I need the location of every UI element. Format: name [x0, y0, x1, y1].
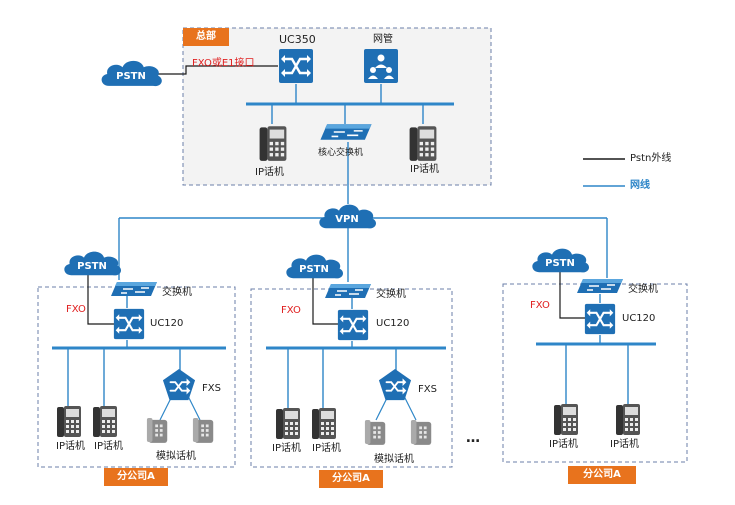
analog-phone-icon: [192, 418, 214, 443]
branch-2-fxo-label: FXO: [281, 305, 301, 316]
analog-phone-icon: [364, 420, 386, 445]
hq-phone-left-label: IP话机: [255, 167, 284, 178]
branch-3-pstn-label: PSTN: [545, 258, 575, 269]
branch-3-phone1-label: IP话机: [549, 439, 578, 450]
hq-nms-label: 网管: [373, 34, 393, 45]
branch-2-switch-label: 交换机: [376, 289, 406, 300]
branch-2-phone2-label: IP话机: [312, 443, 341, 454]
ip-phone-icon: [409, 126, 437, 161]
ip-phone-icon: [312, 408, 336, 439]
branch-3-phone2-label: IP话机: [610, 439, 639, 450]
branch-2-analog-label: 模拟话机: [374, 454, 414, 465]
branch-2-phone1-label: IP话机: [272, 443, 301, 454]
analog-phone-icon: [410, 420, 432, 445]
branch-1-phone1-label: IP话机: [56, 441, 85, 452]
router-icon: [337, 309, 369, 341]
router-icon: [584, 303, 616, 335]
branch-1-fxo-label: FXO: [66, 304, 86, 315]
hq-boundary: [182, 27, 492, 186]
hq-core-switch-label: 核心交换机: [318, 148, 364, 158]
analog-phone-icon: [146, 418, 168, 443]
hq-phone-right-label: IP话机: [410, 164, 439, 175]
ip-phone-icon: [276, 408, 300, 439]
branch-3-switch-label: 交换机: [628, 284, 658, 295]
switch-icon: [319, 123, 373, 141]
fxs-gateway-icon: [378, 368, 412, 402]
network-manager-icon: [364, 49, 398, 83]
router-icon: [278, 48, 314, 84]
ip-phone-icon: [93, 406, 117, 437]
router-icon: [113, 308, 145, 340]
more-branches-ellipsis: …: [466, 430, 480, 446]
ip-phone-icon: [259, 126, 287, 161]
branch-1-phone2-label: IP话机: [94, 441, 123, 452]
switch-icon: [324, 283, 372, 299]
branch-1-tag: 分公司A: [104, 468, 168, 486]
hq-pstn-cloud-label: PSTN: [116, 71, 146, 82]
vpn-cloud-label: VPN: [335, 214, 358, 225]
branch-3-fxo-label: FXO: [530, 300, 550, 311]
branch-1-switch-label: 交换机: [162, 287, 192, 298]
branch-1-fxs-label: FXS: [202, 383, 221, 394]
hq-pstn-line: [150, 65, 278, 75]
hq-uc350-label: UC350: [279, 33, 316, 46]
hq-tag: 总部: [183, 28, 229, 46]
ip-phone-icon: [616, 404, 640, 435]
branch-2-fxs-label: FXS: [418, 384, 437, 395]
legend-pstn-label: Pstn外线: [630, 153, 672, 164]
hq-uplink-label: FXO或E1接口: [192, 58, 255, 69]
legend-network-label: 网线: [630, 180, 650, 191]
switch-icon: [110, 281, 158, 297]
switch-icon: [576, 278, 624, 294]
branch-2-pstn-label: PSTN: [299, 264, 329, 275]
branch-1-uc-label: UC120: [150, 318, 184, 329]
fxs-gateway-icon: [162, 368, 196, 402]
branch-2-tag: 分公司A: [319, 470, 383, 488]
branch-3-uc-label: UC120: [622, 313, 656, 324]
branch-2-uc-label: UC120: [376, 318, 410, 329]
ip-phone-icon: [554, 404, 578, 435]
branch-1-analog-label: 模拟话机: [156, 451, 196, 462]
branch-3-tag: 分公司A: [568, 466, 636, 484]
ip-phone-icon: [57, 406, 81, 437]
branch-1-pstn-label: PSTN: [77, 261, 107, 272]
